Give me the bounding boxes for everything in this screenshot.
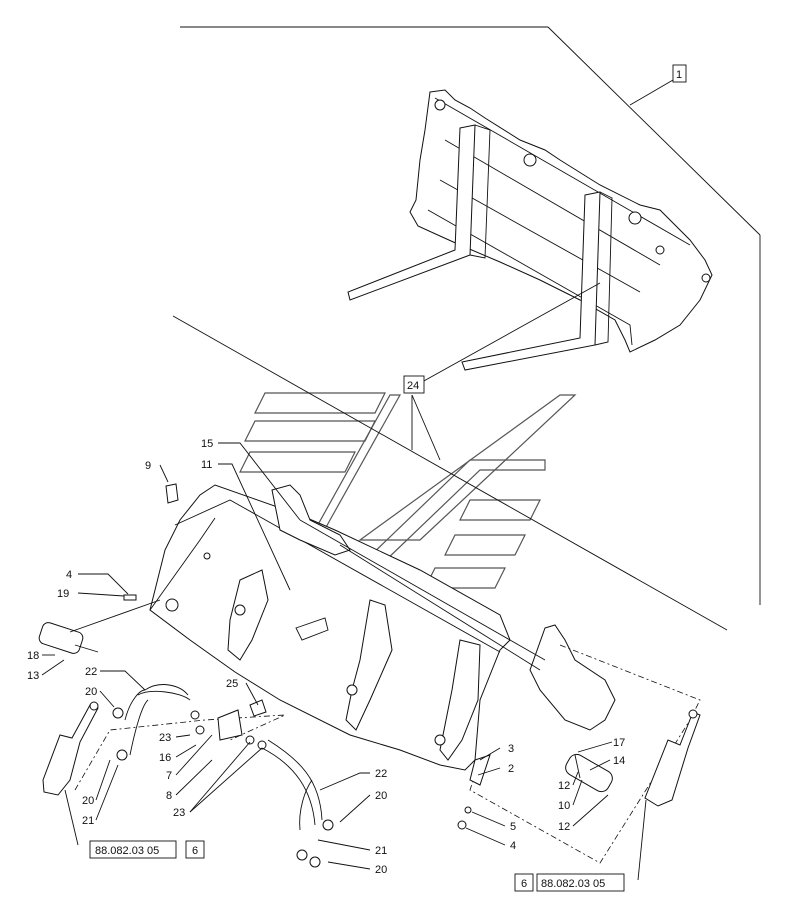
callout-20-right-upper: 20 [375,790,387,802]
frame-line-diag [547,26,761,236]
callout-23-upper: 23 [159,732,171,744]
callout-13: 13 [27,670,39,682]
assembly-line-right [469,644,701,864]
reference-left-code: 88.082.03 05 [95,845,159,857]
reference-right-code: 88.082.03 05 [541,878,605,890]
callout-12-upper: 12 [558,780,570,792]
callout-20-left-upper: 20 [85,686,97,698]
assembly-line-left [74,714,286,791]
callout-21-right: 21 [375,845,387,857]
callout-1: 1 [676,69,682,81]
callout-11: 11 [201,459,212,471]
callout-22-right: 22 [375,768,387,780]
callout-25: 25 [226,678,238,690]
callout-20-right-lower: 20 [375,864,387,876]
reference-right: 6 88.082.03 05 [514,873,625,892]
callout-8: 8 [166,790,172,802]
callout-23-lower: 23 [173,807,185,819]
callout-box-1 [672,64,687,83]
callout-21-left: 21 [82,815,94,827]
callout-24: 24 [407,380,419,392]
callout-15: 15 [201,438,213,450]
callout-17: 17 [613,737,625,749]
callout-box-24 [403,375,425,394]
callout-labels: 1 24 15 11 9 4 19 18 13 22 20 25 23 16 7… [27,69,682,876]
callout-4-upper: 4 [66,569,72,581]
callout-10: 10 [558,800,570,812]
reference-left-sheet: 6 [192,845,198,857]
callout-12-lower: 12 [558,821,570,833]
callout-2: 2 [508,763,514,775]
callout-3: 3 [508,743,514,755]
callout-4-lower: 4 [510,840,516,852]
small-parts-right [457,709,701,830]
callout-18: 18 [27,650,39,662]
callout-16: 16 [159,752,171,764]
fork-bucket [347,89,713,371]
leader-lines [41,79,674,881]
callout-22-left: 22 [85,666,97,678]
callout-9: 9 [145,460,151,472]
callout-5: 5 [510,821,516,833]
reference-left: 88.082.03 05 6 [89,840,205,859]
callout-7: 7 [166,770,172,782]
callout-19: 19 [57,588,69,600]
reference-right-sheet: 6 [521,878,527,890]
callout-14: 14 [613,755,625,767]
lower-bucket [149,484,616,771]
section-line [172,315,728,631]
small-parts-left [38,483,334,868]
callout-20-left-lower: 20 [82,795,94,807]
